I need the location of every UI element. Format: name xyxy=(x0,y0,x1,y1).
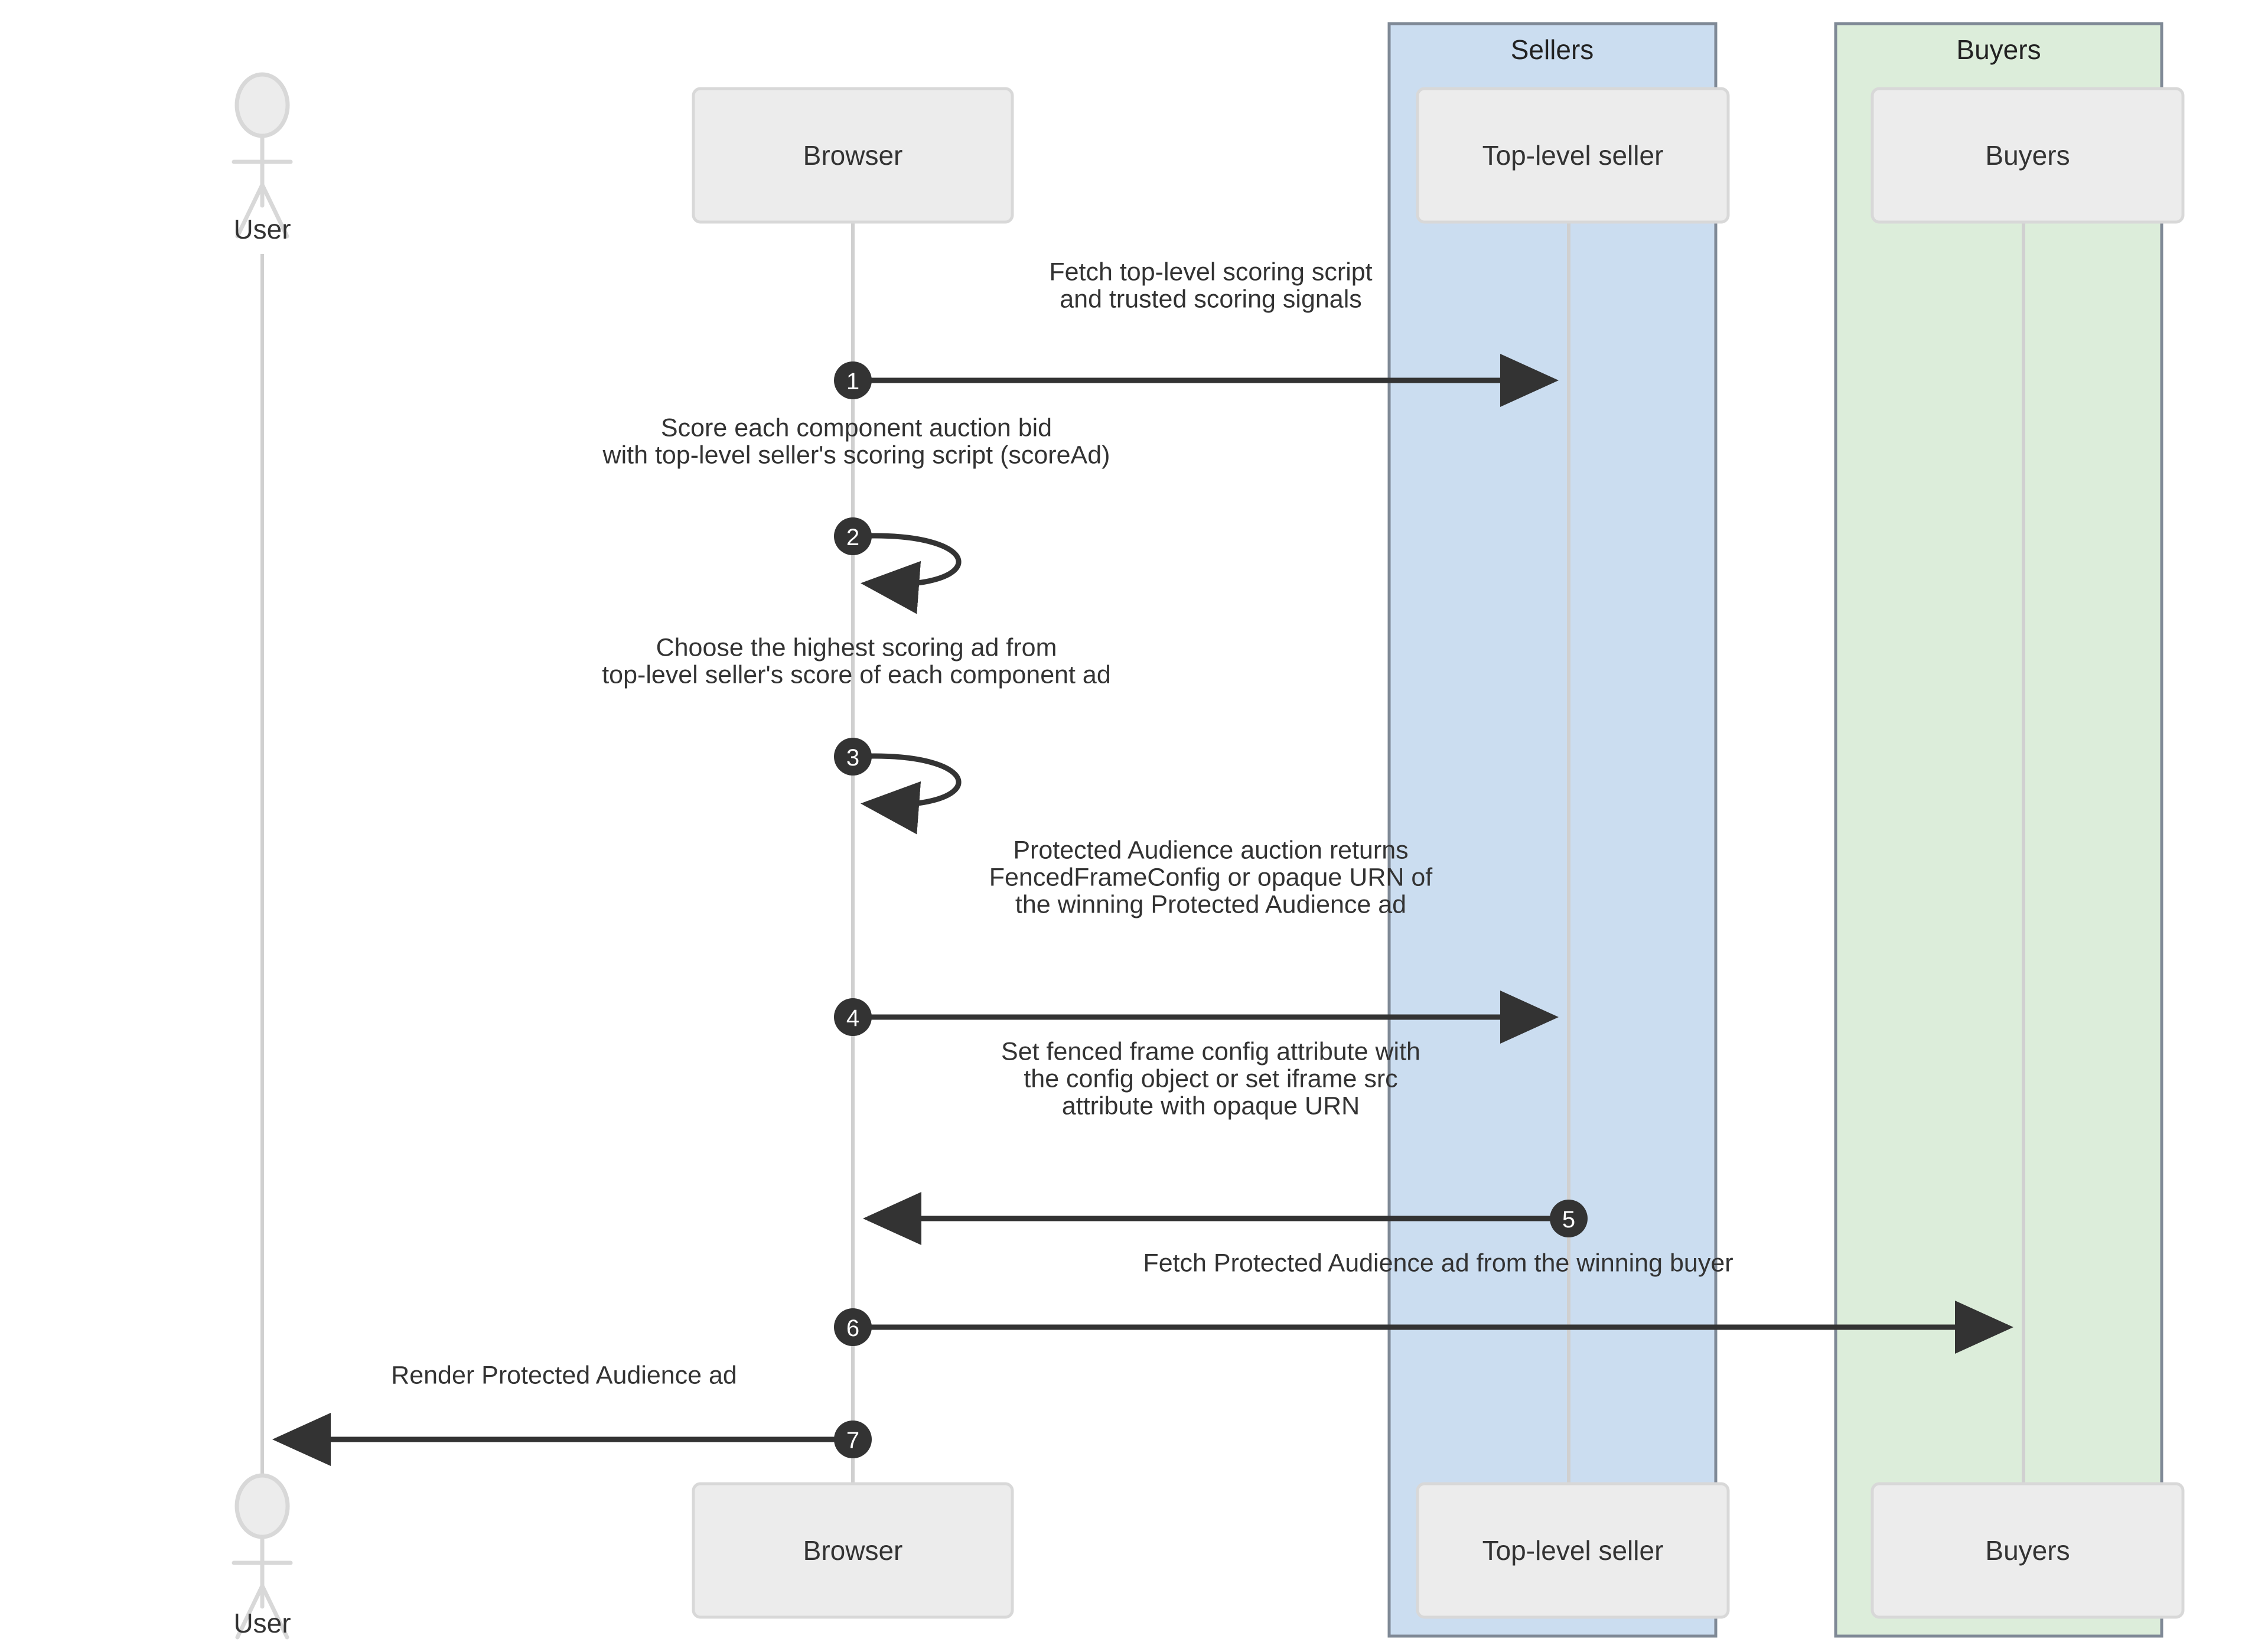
message-3: 3 Choose the highest scoring ad fromtop-l… xyxy=(602,633,1111,835)
message-label-line: with top-level seller's scoring script (… xyxy=(602,441,1110,469)
participant-box xyxy=(1416,87,1730,224)
message-number-text: 1 xyxy=(846,369,859,395)
message-label-line: and trusted scoring signals xyxy=(1060,285,1362,313)
participant-box xyxy=(692,1482,1014,1619)
participant-label: Buyers xyxy=(1985,140,2070,171)
participant-buyers-participant-bottom: Buyers xyxy=(1871,1482,2185,1619)
message-number-text: 4 xyxy=(846,1005,859,1031)
actor-leg-right-icon xyxy=(260,183,289,239)
actor-leg-left-icon xyxy=(235,1584,265,1640)
participant-browser-top: Browser xyxy=(692,87,1014,224)
message-5: 5 Set fenced frame config attribute witht… xyxy=(863,1037,1588,1245)
message-number-badge xyxy=(1550,1200,1588,1237)
message-self-loop xyxy=(852,753,962,835)
participant-label: Top-level seller xyxy=(1482,1535,1664,1566)
actor-head-icon xyxy=(234,72,290,138)
actor-leg-left-icon xyxy=(235,183,265,239)
message-label-line: the config object or set iframe src xyxy=(1024,1064,1397,1093)
group-boxes-layer xyxy=(1387,22,2163,1638)
actor-leg-right-icon xyxy=(260,1584,289,1640)
message-label-line: Set fenced frame config attribute with xyxy=(1001,1037,1420,1066)
group-box-buyers xyxy=(1834,22,2163,1638)
message-7: 7 Render Protected Audience ad xyxy=(272,1361,872,1466)
message-label-line: top-level seller's score of each compone… xyxy=(602,660,1111,689)
participant-box xyxy=(1871,87,2185,224)
message-label-line: attribute with opaque URN xyxy=(1062,1092,1360,1120)
message-number-badge xyxy=(834,1308,872,1346)
actor-label: User xyxy=(233,214,291,245)
group-box-sellers xyxy=(1387,22,1718,1638)
message-number-badge xyxy=(834,998,872,1036)
message-number-text: 5 xyxy=(1562,1207,1575,1233)
message-label-line: Score each component auction bid xyxy=(661,413,1052,442)
message-number-text: 6 xyxy=(846,1315,859,1341)
message-label-line: FencedFrameConfig or opaque URN of xyxy=(989,863,1433,891)
actor-head-icon xyxy=(234,1473,290,1539)
participant-top-level-seller-bottom: Top-level seller xyxy=(1416,1482,1730,1619)
lifelines-layer xyxy=(260,222,2025,1484)
group-label-buyers: Buyers xyxy=(1956,34,2041,65)
actor-label: User xyxy=(233,1608,291,1638)
actor-user-bottom: User xyxy=(232,1473,293,1640)
message-number-badge xyxy=(834,738,872,776)
message-number-badge xyxy=(834,1421,872,1458)
message-label-line: Fetch Protected Audience ad from the win… xyxy=(1143,1249,1733,1277)
message-number-badge xyxy=(834,517,872,555)
message-label-line: Fetch top-level scoring script xyxy=(1049,258,1372,286)
participant-label: Browser xyxy=(803,1535,903,1566)
participant-label: Buyers xyxy=(1985,1535,2070,1566)
participant-box xyxy=(692,87,1014,224)
participant-label: Browser xyxy=(803,140,903,171)
message-label-line: the winning Protected Audience ad xyxy=(1015,890,1406,918)
message-number-text: 3 xyxy=(846,745,859,771)
message-number-text: 7 xyxy=(846,1428,859,1454)
participant-top-level-seller-top: Top-level seller xyxy=(1416,87,1730,224)
participant-box xyxy=(1416,1482,1730,1619)
participant-buyers-participant-top: Buyers xyxy=(1871,87,2185,224)
participant-browser-bottom: Browser xyxy=(692,1482,1014,1619)
message-4: 4 Protected Audience auction returnsFence… xyxy=(834,836,1559,1044)
participant-label: Top-level seller xyxy=(1482,140,1664,171)
group-labels-layer: Sellers Buyers xyxy=(1511,34,2041,65)
message-label-line: Choose the highest scoring ad from xyxy=(656,633,1057,662)
group-label-sellers: Sellers xyxy=(1511,34,1594,65)
actor-user-top: User xyxy=(232,72,293,245)
message-number-text: 2 xyxy=(846,524,859,550)
message-self-loop xyxy=(852,533,962,614)
message-label-line: Protected Audience auction returns xyxy=(1013,836,1408,864)
message-number-badge xyxy=(834,361,872,399)
participant-box xyxy=(1871,1482,2185,1619)
message-6: 6 Fetch Protected Audience ad from the wi… xyxy=(834,1249,2013,1354)
message-label-line: Render Protected Audience ad xyxy=(391,1361,737,1389)
